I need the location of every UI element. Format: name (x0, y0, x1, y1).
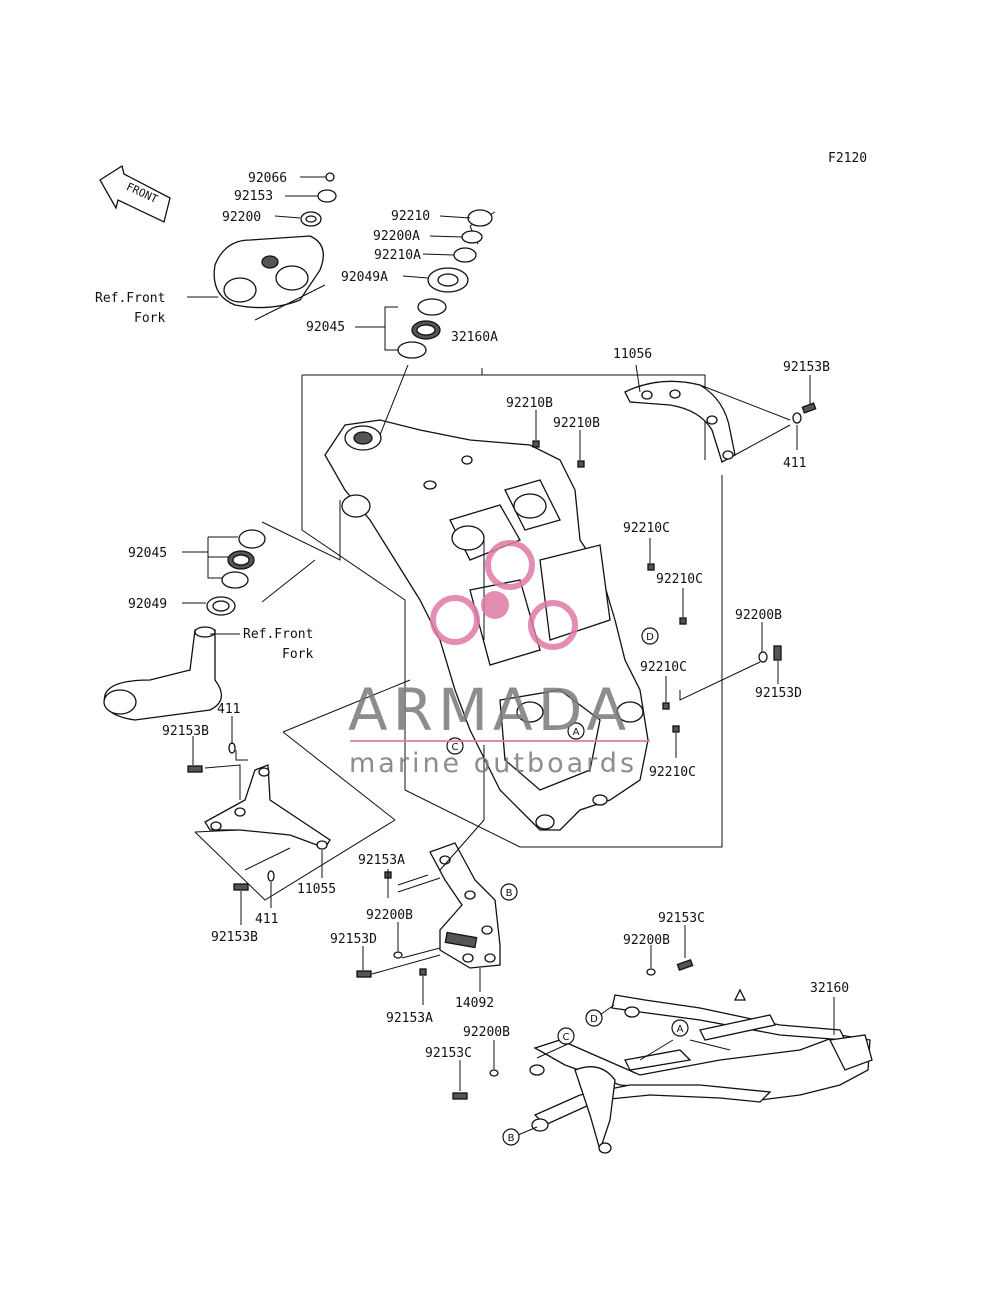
label-92210: 92210 (391, 209, 430, 224)
upper-triple-clamp (213, 172, 337, 321)
callout-A-frame: A (567, 722, 585, 740)
svg-text:B: B (506, 888, 513, 899)
bolt-92153B-right (801, 402, 817, 414)
label-92153: 92153 (234, 189, 273, 204)
label-92200B-sub: 92200B (623, 933, 670, 948)
watermark-brand: ARMADA (348, 676, 631, 744)
sub-frame (529, 988, 873, 1154)
label-ref-front-fork-1-b: Fork (134, 311, 165, 326)
label-92153C-2: 92153C (425, 1046, 472, 1061)
label-92153B-right: 92153B (783, 360, 830, 375)
label-ref-front-fork-2: Ref.Front (243, 627, 313, 642)
bracket-11056 (624, 380, 736, 463)
label-411-left-top: 411 (217, 702, 240, 717)
svg-text:C: C (452, 742, 459, 753)
main-frame (324, 419, 649, 831)
callout-B-bracket: B (500, 883, 518, 901)
lower-triple-clamp (103, 529, 266, 721)
label-92200A: 92200A (373, 229, 420, 244)
label-ref-front-fork-2-b: Fork (282, 647, 313, 662)
label-92153B-left-bottom: 92153B (211, 930, 258, 945)
svg-text:C: C (563, 1032, 570, 1043)
label-92049A: 92049A (341, 270, 388, 285)
label-92210C-3: 92210C (640, 660, 687, 675)
label-92210C-1: 92210C (623, 521, 670, 536)
callout-D-sub: D (585, 1009, 603, 1027)
label-411-right: 411 (783, 456, 806, 471)
svg-text:A: A (677, 1024, 684, 1035)
label-92153C-1: 92153C (658, 911, 705, 926)
label-92210B-1: 92210B (506, 396, 553, 411)
label-32160A: 32160A (451, 330, 498, 345)
bracket-11055 (204, 764, 331, 850)
label-92153B-left-top: 92153B (162, 724, 209, 739)
svg-text:B: B (508, 1133, 515, 1144)
label-92210A: 92210A (374, 248, 421, 263)
label-ref-front-fork-1: Ref.Front (95, 291, 165, 306)
label-92200B-right: 92200B (735, 608, 782, 623)
svg-text:D: D (590, 1014, 598, 1025)
front-arrow-icon: FRONT (99, 164, 171, 223)
label-92153D-right: 92153D (755, 686, 802, 701)
svg-text:D: D (646, 632, 654, 643)
label-92210B-2: 92210B (553, 416, 600, 431)
label-11055: 11055 (297, 882, 336, 897)
label-411-left-bottom: 411 (255, 912, 278, 927)
label-92210C-4: 92210C (649, 765, 696, 780)
label-92200B-mid: 92200B (366, 908, 413, 923)
label-92049: 92049 (128, 597, 167, 612)
label-92153A-2: 92153A (386, 1011, 433, 1026)
label-92066: 92066 (248, 171, 287, 186)
label-92045-upper: 92045 (306, 320, 345, 335)
callout-D-frame: D (641, 627, 659, 645)
watermark: ARMADA marine outboards (348, 540, 650, 779)
diagram-code: F2120 (828, 151, 867, 166)
label-92045-lower: 92045 (128, 546, 167, 561)
label-92153A-1: 92153A (358, 853, 405, 868)
label-92153D-mid: 92153D (330, 932, 377, 947)
steering-stem-parts (397, 209, 496, 359)
callout-A-sub: A (671, 1019, 689, 1037)
watermark-logo-icon (430, 540, 578, 650)
svg-text:A: A (573, 727, 580, 738)
label-14092: 14092 (455, 996, 494, 1011)
bracket-14092 (429, 842, 501, 969)
watermark-tagline: marine outboards (349, 748, 637, 779)
label-92200B-bottom: 92200B (463, 1025, 510, 1040)
callout-C-sub: C (557, 1027, 575, 1045)
label-32160: 32160 (810, 981, 849, 996)
label-92200: 92200 (222, 210, 261, 225)
washer-411-right (792, 412, 802, 424)
label-92210C-2: 92210C (656, 572, 703, 587)
label-11056: 11056 (613, 347, 652, 362)
callout-B-sub: B (502, 1128, 520, 1146)
